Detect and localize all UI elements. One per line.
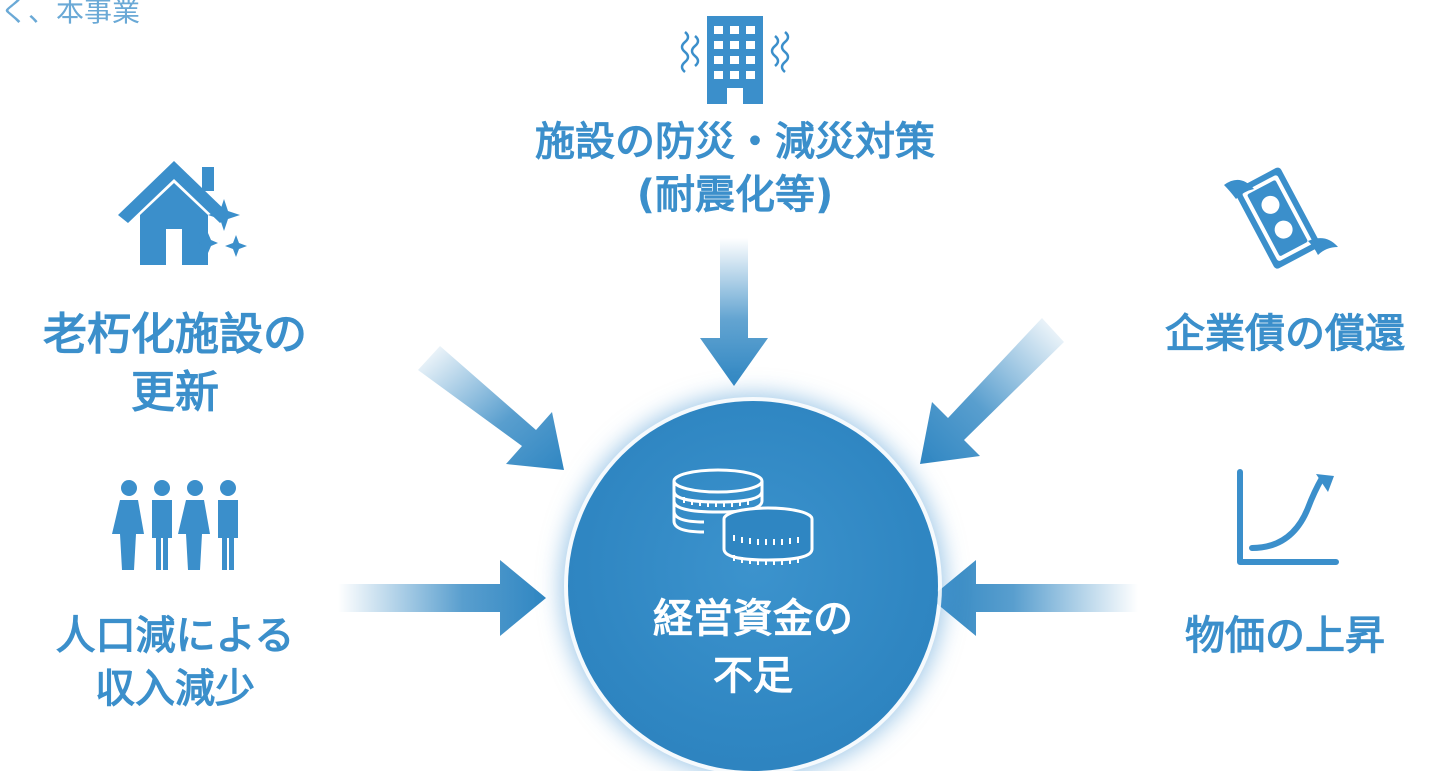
arrow-right-bottom-left — [930, 560, 1138, 636]
right-top-label-line1: 企業債の償還 — [1165, 311, 1405, 357]
left-top-label-line2: 更新 — [131, 367, 219, 419]
arrow-left-bottom-right — [338, 560, 546, 636]
left-bottom-label-line1: 人口減による — [55, 613, 295, 659]
top-label-line1: 施設の防災・減災対策 — [535, 119, 935, 165]
right-top-label: 企業債の償還 — [1110, 308, 1430, 361]
top-label: 施設の防災・減災対策 (耐震化等) — [465, 116, 1005, 222]
center-title-line2: 不足 — [713, 652, 793, 699]
flying-money-icon — [1224, 167, 1338, 269]
arrow-right-top-diagonal — [920, 318, 1064, 464]
coins-stack-icon — [672, 468, 814, 565]
top-label-line2: (耐震化等) — [636, 171, 834, 218]
people-group-icon — [112, 480, 238, 570]
corner-text: く、本事業 — [0, 0, 141, 28]
center-title-line1: 経営資金の — [653, 596, 853, 642]
center-circle: 経営資金の 不足 — [568, 401, 938, 771]
rising-graph-icon — [1237, 469, 1339, 565]
arrow-left-top-diagonal — [418, 346, 564, 470]
left-bottom-label: 人口減による 収入減少 — [0, 610, 350, 716]
building-shaking-icon — [680, 16, 790, 104]
left-bottom-label-line2: 収入減少 — [95, 665, 255, 712]
house-sparkle-icon — [118, 161, 247, 265]
center-title: 経営資金の 不足 — [568, 591, 938, 705]
arrow-top-down — [700, 238, 768, 386]
left-top-label-line1: 老朽化施設の — [43, 309, 307, 360]
right-bottom-label-line1: 物価の上昇 — [1185, 613, 1385, 659]
left-top-label: 老朽化施設の 更新 — [0, 306, 350, 422]
right-bottom-label: 物価の上昇 — [1110, 610, 1430, 663]
